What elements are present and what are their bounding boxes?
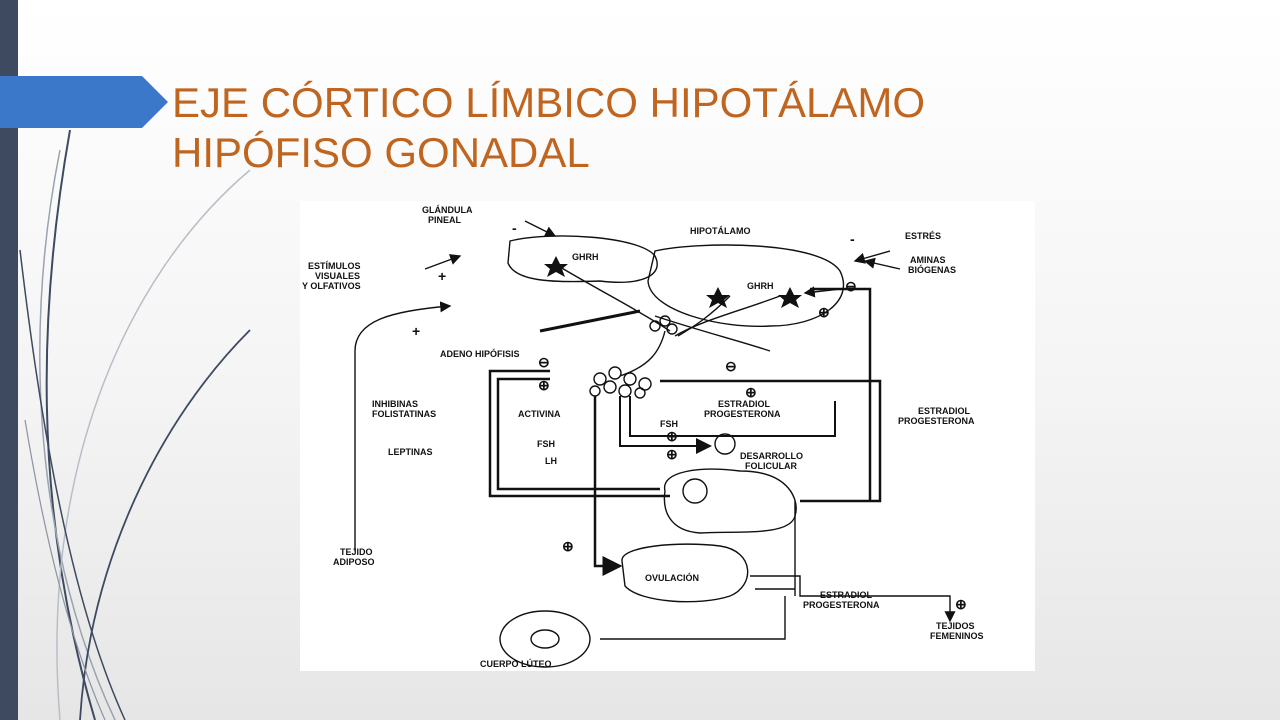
- sign-minus-circled-top: ⊖: [845, 278, 857, 294]
- label-hipotalamo: HIPOTÁLAMO: [690, 226, 751, 236]
- ovulation-body: [621, 543, 749, 603]
- sign-plus-circled-fsh: ⊕: [666, 428, 678, 444]
- label-olfativos: Y OLFATIVOS: [302, 281, 361, 291]
- left-accent-bar: [0, 0, 18, 720]
- title-arrow-shape: [0, 76, 168, 128]
- label-tejido: TEJIDO: [340, 547, 373, 557]
- label-inhibinas: INHIBINAS: [372, 399, 418, 409]
- sign-minus-estres: -: [850, 231, 855, 247]
- label-desarrollo: DESARROLLO: [740, 451, 803, 461]
- label-adeno: ADENO HIPÓFISIS: [440, 348, 520, 359]
- neuron-star-1: [544, 256, 568, 277]
- label-progesterona-2: PROGESTERONA: [803, 600, 880, 610]
- label-fsh-left: FSH: [537, 439, 555, 449]
- title-line-1: EJE CÓRTICO LÍMBICO HIPOTÁLAMO: [172, 79, 926, 126]
- neuron-star-2: [706, 287, 730, 308]
- label-ghrh-2: GHRH: [747, 281, 774, 291]
- title-line-2: HIPÓFISO GONADAL: [172, 129, 590, 176]
- label-estres: ESTRÉS: [905, 231, 941, 241]
- label-estimulos: ESTÍMULOS: [308, 261, 361, 271]
- label-folicular: FOLICULAR: [745, 461, 797, 471]
- sign-plus-circled-estradiol: ⊕: [745, 384, 757, 400]
- label-progesterona-right: PROGESTERONA: [898, 416, 975, 426]
- label-ovulacion: OVULACIÓN: [645, 572, 699, 583]
- label-visuales: VISUALES: [315, 271, 360, 281]
- label-leptinas: LEPTINAS: [388, 447, 433, 457]
- sign-minus-pineal: -: [512, 220, 517, 236]
- label-activina: ACTIVINA: [518, 409, 561, 419]
- follicle: [663, 468, 797, 534]
- label-glandula: GLÁNDULA: [422, 205, 473, 215]
- sign-plus-circled-tejidos: ⊕: [955, 596, 967, 612]
- sign-minus-circled-mid: ⊖: [725, 358, 737, 374]
- sign-minus-circled-adeno: ⊖: [538, 354, 550, 370]
- label-femeninos: FEMENINOS: [930, 631, 984, 641]
- label-fsh-mid: FSH: [660, 419, 678, 429]
- sign-plus-left: +: [412, 323, 420, 339]
- decorative-curves: [19, 129, 251, 720]
- label-pineal: PINEAL: [428, 215, 462, 225]
- label-folistatinas: FOLISTATINAS: [372, 409, 436, 419]
- label-tejidos: TEJIDOS: [936, 621, 975, 631]
- label-progesterona-1: PROGESTERONA: [704, 409, 781, 419]
- label-estradiol-right: ESTRADIOL: [918, 406, 971, 416]
- neuron-star-3: [778, 287, 802, 308]
- label-aminas: AMINAS: [910, 255, 946, 265]
- sign-plus-circled-adeno: ⊕: [538, 377, 550, 393]
- corpus-luteum: [499, 610, 591, 668]
- label-lh: LH: [545, 456, 557, 466]
- label-biogenas: BIÓGENAS: [908, 264, 956, 275]
- label-cuerpo-luteo: CUERPO LÚTEO: [480, 658, 552, 669]
- label-ghrh-1: GHRH: [572, 252, 599, 262]
- label-adiposo: ADIPOSO: [333, 557, 375, 567]
- sign-plus-circled-ovulation: ⊕: [562, 538, 574, 554]
- label-estradiol-2: ESTRADIOL: [820, 590, 873, 600]
- slide-title: EJE CÓRTICO LÍMBICO HIPOTÁLAMO HIPÓFISO …: [172, 78, 1072, 178]
- hormonal-axis-diagram: GLÁNDULA PINEAL - HIPOTÁLAMO - ESTRÉS AM…: [300, 201, 1035, 671]
- sign-plus-circled-lh: ⊕: [666, 446, 678, 462]
- hypothalamus-region: [647, 244, 845, 328]
- sign-plus-circled-top: ⊕: [818, 304, 830, 320]
- label-estradiol-1: ESTRADIOL: [718, 399, 771, 409]
- sign-plus-estimulos: +: [438, 268, 446, 284]
